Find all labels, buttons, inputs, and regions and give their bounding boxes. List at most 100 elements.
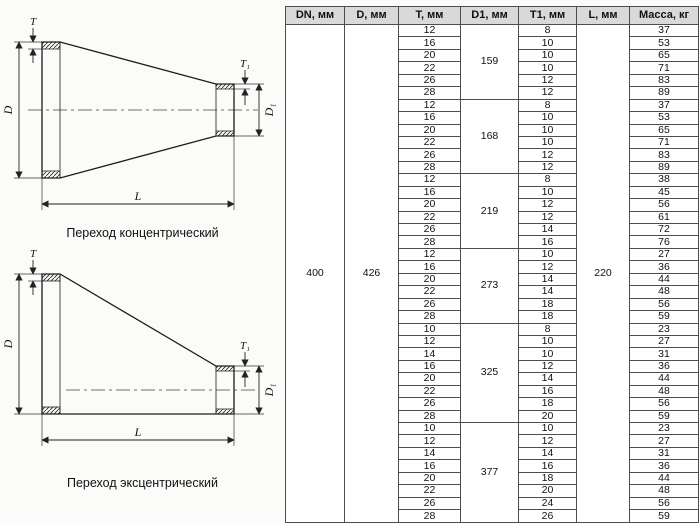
dimension-D1: D₁ bbox=[233, 83, 276, 137]
t-value: 10 bbox=[398, 421, 461, 436]
t-value: 28 bbox=[398, 509, 461, 523]
mass-value: 44 bbox=[629, 272, 699, 287]
reducer-body bbox=[27, 41, 258, 179]
t1-value: 12 bbox=[518, 86, 577, 100]
t-value: 20 bbox=[398, 198, 461, 212]
mass-value: 48 bbox=[629, 285, 699, 299]
mass-value: 53 bbox=[629, 111, 699, 125]
t1-value: 8 bbox=[518, 173, 577, 187]
mass-value: 72 bbox=[629, 222, 699, 237]
mass-value: 71 bbox=[629, 135, 699, 150]
mass-value: 31 bbox=[629, 347, 699, 361]
t-value: 12 bbox=[398, 23, 461, 38]
mass-value: 76 bbox=[629, 235, 699, 249]
mass-value: 44 bbox=[629, 372, 699, 386]
t1-value: 10 bbox=[518, 334, 577, 349]
t1-value: 14 bbox=[518, 446, 577, 461]
d1-value: 168 bbox=[460, 98, 519, 175]
t-value: 12 bbox=[398, 98, 461, 113]
dimension-T: T bbox=[27, 16, 42, 63]
drawings-panel: D D₁ L T bbox=[0, 0, 285, 524]
t1-value: 10 bbox=[518, 421, 577, 436]
mass-value: 59 bbox=[629, 409, 699, 424]
eccentric-reducer-drawing: D D₁ L T bbox=[2, 248, 276, 446]
column-header: L, мм bbox=[576, 6, 630, 25]
dim-label-t: T bbox=[29, 248, 36, 260]
t-value: 28 bbox=[398, 235, 461, 249]
t1-value: 18 bbox=[518, 397, 577, 411]
mass-value: 44 bbox=[629, 471, 699, 486]
t1-value: 12 bbox=[518, 260, 577, 274]
dimension-T1: T₁ bbox=[233, 58, 250, 105]
t1-value: 18 bbox=[518, 297, 577, 312]
t-value: 20 bbox=[398, 123, 461, 137]
dimension-T: T bbox=[27, 248, 42, 295]
t-value: 22 bbox=[398, 135, 461, 150]
dimension-T1: T₁ bbox=[233, 340, 250, 387]
t1-value: 18 bbox=[518, 471, 577, 486]
l-value: 220 bbox=[576, 24, 630, 523]
dim-label-l: L bbox=[133, 189, 141, 203]
dimension-D: D bbox=[2, 273, 42, 415]
t1-value: 14 bbox=[518, 272, 577, 287]
t-value: 28 bbox=[398, 409, 461, 424]
t-value: 26 bbox=[398, 397, 461, 411]
mass-value: 27 bbox=[629, 334, 699, 349]
table-row: 12 10 27 bbox=[286, 334, 699, 349]
t-value: 12 bbox=[398, 334, 461, 349]
mass-value: 56 bbox=[629, 297, 699, 312]
column-header: T1, мм bbox=[518, 6, 577, 25]
mass-value: 83 bbox=[629, 148, 699, 162]
t1-value: 10 bbox=[518, 48, 577, 63]
dimension-D1: D₁ bbox=[233, 365, 276, 415]
t1-value: 24 bbox=[518, 496, 577, 511]
column-header: DN, мм bbox=[285, 6, 345, 25]
dim-label-t1: T₁ bbox=[240, 340, 250, 352]
dimension-L: L bbox=[40, 414, 235, 446]
mass-value: 56 bbox=[629, 198, 699, 212]
t1-value: 8 bbox=[518, 23, 577, 38]
t-value: 28 bbox=[398, 86, 461, 100]
mass-value: 36 bbox=[629, 260, 699, 274]
mass-value: 37 bbox=[629, 23, 699, 38]
d1-value: 325 bbox=[460, 322, 519, 423]
column-header: Масса, кг bbox=[629, 6, 699, 25]
mass-value: 31 bbox=[629, 446, 699, 461]
mass-value: 65 bbox=[629, 48, 699, 63]
dn-value: 400 bbox=[285, 24, 345, 523]
dim-label-d: D bbox=[2, 105, 15, 115]
t-value: 28 bbox=[398, 310, 461, 324]
mass-value: 36 bbox=[629, 459, 699, 473]
t1-value: 20 bbox=[518, 409, 577, 424]
t-value: 14 bbox=[398, 347, 461, 361]
t-value: 26 bbox=[398, 148, 461, 162]
column-header: D1, мм bbox=[460, 6, 519, 25]
t-value: 26 bbox=[398, 222, 461, 237]
mass-value: 65 bbox=[629, 123, 699, 137]
dim-label-l: L bbox=[133, 425, 141, 439]
t1-value: 10 bbox=[518, 247, 577, 262]
dim-label-t1: T₁ bbox=[240, 58, 250, 70]
mass-value: 48 bbox=[629, 384, 699, 399]
